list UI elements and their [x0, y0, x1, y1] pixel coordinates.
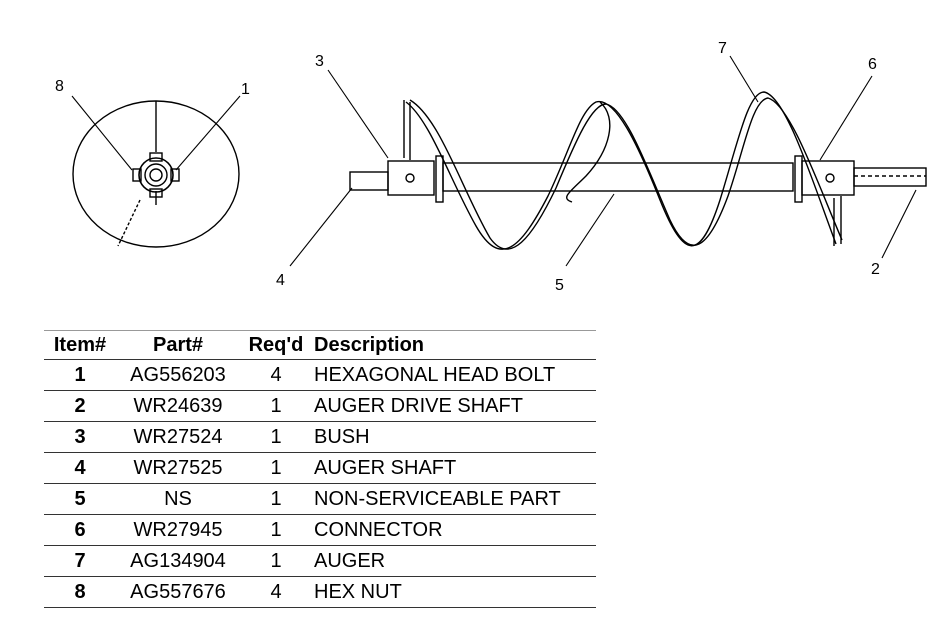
header-reqd: Req'd [240, 330, 312, 360]
header-part: Part# [116, 330, 240, 360]
cell-reqd: 4 [240, 576, 312, 608]
cell-description: AUGER SHAFT [312, 452, 596, 484]
cell-item: 5 [44, 483, 116, 515]
cell-description: HEX NUT [312, 576, 596, 608]
cell-part: AG557676 [116, 576, 240, 608]
callout-4: 4 [276, 272, 285, 289]
callout-7: 7 [718, 40, 727, 57]
cell-part: AG556203 [116, 359, 240, 391]
cell-description: BUSH [312, 421, 596, 453]
cell-description: AUGER DRIVE SHAFT [312, 390, 596, 422]
table-row: 6 WR27945 1 CONNECTOR [44, 514, 596, 546]
auger-parts-diagram: 8 1 3 4 7 6 5 2 [55, 40, 927, 294]
cell-description: AUGER [312, 545, 596, 577]
cell-reqd: 1 [240, 483, 312, 515]
table-header-row: Item# Part# Req'd Description [44, 330, 596, 360]
cell-description: HEXAGONAL HEAD BOLT [312, 359, 596, 391]
table-row: 5 NS 1 NON-SERVICEABLE PART [44, 483, 596, 515]
cell-reqd: 1 [240, 514, 312, 546]
cell-item: 2 [44, 390, 116, 422]
table-row: 8 AG557676 4 HEX NUT [44, 576, 596, 608]
table-row: 7 AG134904 1 AUGER [44, 545, 596, 577]
cell-description: CONNECTOR [312, 514, 596, 546]
callout-labels: 8 1 3 4 7 6 5 2 [55, 40, 880, 294]
auger-side-view [349, 91, 927, 250]
cell-part: WR27945 [116, 514, 240, 546]
cell-part: AG134904 [116, 545, 240, 577]
cell-part: NS [116, 483, 240, 515]
parts-list-table: Item# Part# Req'd Description 1 AG556203… [44, 330, 596, 608]
cell-item: 8 [44, 576, 116, 608]
callout-leaders [71, 55, 917, 267]
cell-reqd: 1 [240, 421, 312, 453]
table-row: 2 WR24639 1 AUGER DRIVE SHAFT [44, 390, 596, 422]
callout-3: 3 [315, 53, 324, 70]
cell-part: WR27525 [116, 452, 240, 484]
cell-part: WR24639 [116, 390, 240, 422]
header-item: Item# [44, 330, 116, 360]
callout-2: 2 [871, 261, 880, 278]
cell-item: 4 [44, 452, 116, 484]
cell-item: 1 [44, 359, 116, 391]
cell-item: 7 [44, 545, 116, 577]
callout-5: 5 [555, 277, 564, 294]
callout-8: 8 [55, 78, 64, 95]
table-row: 1 AG556203 4 HEXAGONAL HEAD BOLT [44, 359, 596, 391]
cell-reqd: 1 [240, 452, 312, 484]
cell-item: 3 [44, 421, 116, 453]
cell-reqd: 1 [240, 545, 312, 577]
cell-reqd: 4 [240, 359, 312, 391]
cell-part: WR27524 [116, 421, 240, 453]
callout-6: 6 [868, 56, 877, 73]
auger-end-view [72, 100, 240, 248]
cell-description: NON-SERVICEABLE PART [312, 483, 596, 515]
table-row: 4 WR27525 1 AUGER SHAFT [44, 452, 596, 484]
callout-1: 1 [241, 81, 250, 98]
table-row: 3 WR27524 1 BUSH [44, 421, 596, 453]
cell-item: 6 [44, 514, 116, 546]
cell-reqd: 1 [240, 390, 312, 422]
header-description: Description [312, 330, 596, 360]
